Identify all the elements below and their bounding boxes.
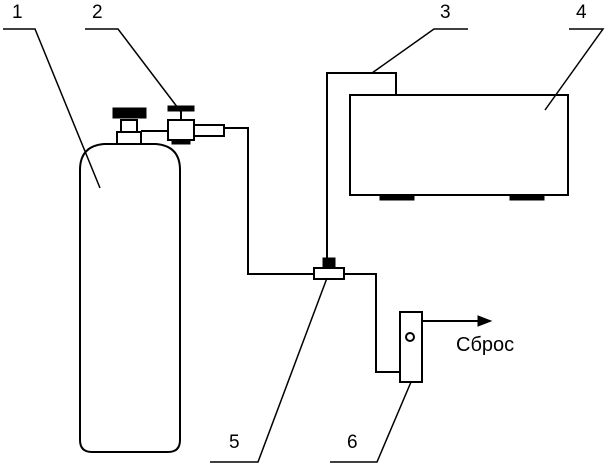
gas-cylinder [79, 119, 181, 453]
label-supply-line: 3 [440, 2, 451, 23]
gas-lines [244, 72, 480, 373]
outlet-label: Сброс [456, 334, 514, 356]
leader-lines [3, 28, 605, 463]
outlet-arrow-icon [477, 315, 493, 327]
flow-indicator [399, 311, 423, 383]
label-cylinder: 1 [12, 2, 23, 23]
analyzer-unit [349, 94, 569, 201]
label-analyzer: 4 [576, 2, 587, 23]
cylinder-valve-handwheel [112, 107, 147, 119]
label-flow-indicator: 6 [347, 432, 358, 453]
label-regulator: 2 [92, 2, 103, 23]
label-tee: 5 [229, 432, 240, 453]
tee-connector [313, 257, 345, 280]
pressure-regulator [141, 105, 244, 145]
